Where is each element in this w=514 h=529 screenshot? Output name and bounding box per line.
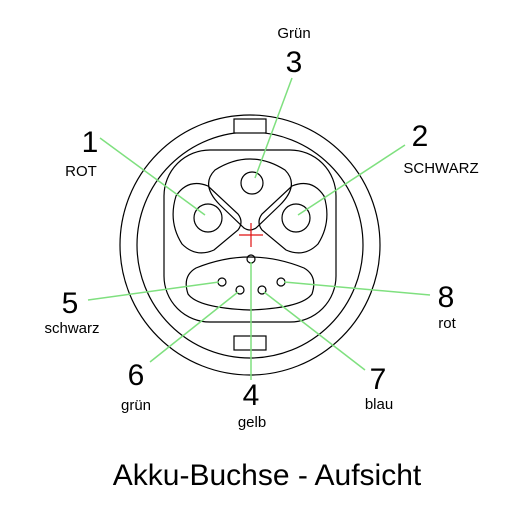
pin-5-hole bbox=[217, 277, 227, 287]
pin-6-hole bbox=[235, 285, 245, 295]
pin-6-label: grün bbox=[121, 397, 151, 414]
pin-5-number: 5 bbox=[62, 287, 79, 320]
leader-pin-2 bbox=[297, 144, 406, 216]
pin-4-hole bbox=[246, 254, 256, 264]
top-notch bbox=[233, 118, 267, 134]
pin-4-number: 4 bbox=[243, 379, 260, 412]
pin-7-hole bbox=[257, 285, 267, 295]
pin-8-label: rot bbox=[438, 315, 456, 332]
pin-6-number: 6 bbox=[128, 359, 145, 392]
inner-ring bbox=[136, 131, 364, 359]
pin-2-hole bbox=[281, 203, 311, 233]
pin-5-label: schwarz bbox=[44, 320, 99, 337]
pin-3-label: Grün bbox=[277, 25, 310, 42]
pin-2-label: SCHWARZ bbox=[403, 160, 478, 177]
signal-pin-chamber bbox=[185, 256, 315, 311]
pin-1-label: ROT bbox=[65, 163, 97, 180]
outer-ring bbox=[119, 114, 381, 376]
pin-7-number: 7 bbox=[370, 363, 387, 396]
leader-pin-8 bbox=[283, 281, 431, 296]
leader-pin-6 bbox=[149, 291, 239, 363]
leader-pin-1 bbox=[99, 137, 206, 216]
pin-8-hole bbox=[276, 277, 286, 287]
insert-body bbox=[163, 149, 337, 323]
diagram-title: Akku-Buchse - Aufsicht bbox=[113, 459, 422, 492]
pin-4-label: gelb bbox=[238, 414, 266, 431]
pin-2-number: 2 bbox=[412, 120, 429, 153]
leader-pin-3 bbox=[254, 77, 293, 179]
left-pin-chamber bbox=[172, 183, 242, 254]
leader-pin-7 bbox=[263, 291, 366, 371]
pin-3-number: 3 bbox=[286, 46, 303, 79]
pin-1-hole bbox=[193, 203, 223, 233]
pin-1-number: 1 bbox=[82, 126, 99, 159]
top-pin-chamber bbox=[208, 158, 292, 231]
pin-3-hole bbox=[240, 171, 264, 195]
pin-8-number: 8 bbox=[438, 281, 455, 314]
pin-7-label: blau bbox=[365, 396, 393, 413]
right-pin-chamber bbox=[258, 183, 328, 254]
leader-pin-5 bbox=[87, 281, 220, 301]
bottom-notch bbox=[233, 335, 267, 351]
